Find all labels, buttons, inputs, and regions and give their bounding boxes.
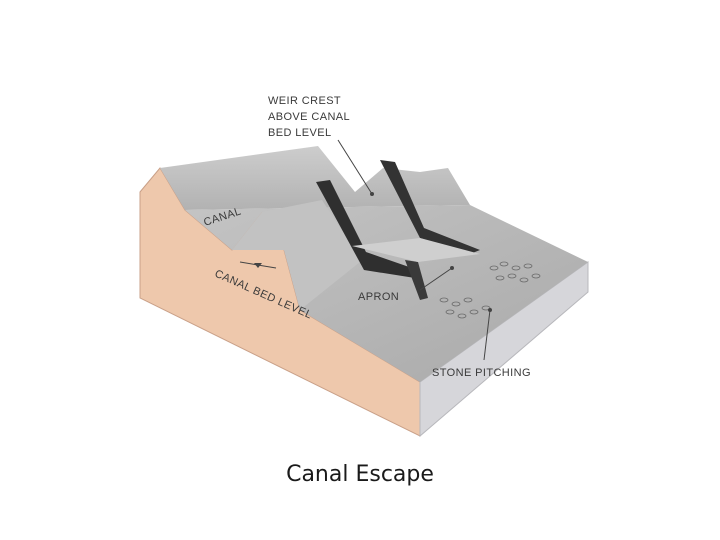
- label-apron: APRON: [358, 291, 399, 303]
- label-weir-crest-2: ABOVE CANAL: [268, 111, 350, 123]
- weir-crest-step: [380, 160, 480, 254]
- label-weir-crest-1: WEIR CREST: [268, 95, 341, 107]
- leader-lines: [337, 139, 492, 361]
- label-weir-crest-3: BED LEVEL: [268, 127, 332, 139]
- bed-level-marker: [239, 261, 277, 269]
- diagram-caption: Canal Escape: [286, 462, 434, 487]
- front-bank-surface: [232, 200, 360, 310]
- stone-pitching-pattern: [439, 261, 541, 319]
- weir-left-wall: [316, 180, 415, 278]
- label-stone-pitching: STONE PITCHING: [432, 367, 531, 379]
- apron-surface: [352, 238, 480, 262]
- back-bank-surface: [160, 146, 470, 210]
- weir-apron-drop: [405, 260, 428, 300]
